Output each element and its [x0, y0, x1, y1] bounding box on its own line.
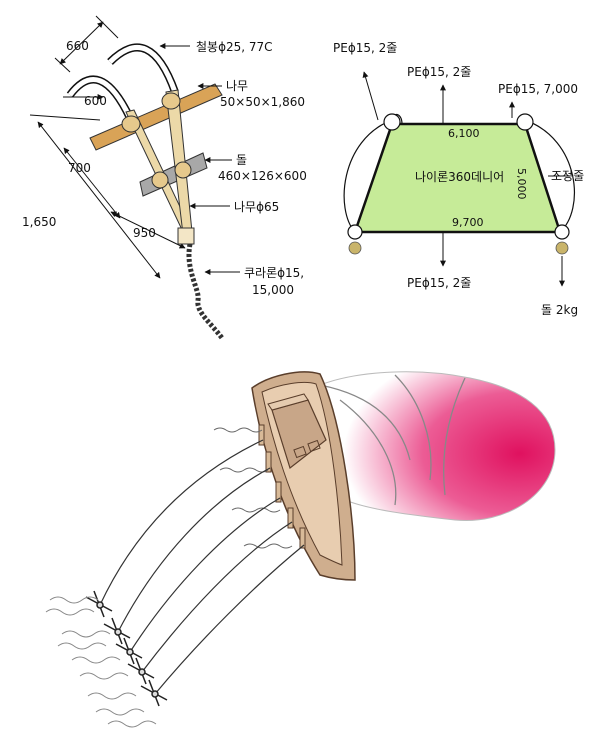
label-wood-rod: 나무ϕ65: [234, 200, 279, 214]
dim-660: 660: [66, 39, 89, 53]
jig-frame: [85, 590, 113, 618]
label-top-center-rope: PEϕ15, 2줄: [407, 65, 471, 79]
label-stone-weight: 돌 2kg: [541, 303, 578, 317]
label-stone-size: 460×126×600: [218, 169, 307, 183]
stone-weights: [348, 241, 569, 255]
trawl-net: [319, 371, 556, 522]
dimension-lines: [29, 15, 186, 279]
net-diagram: PEϕ15, 2줄 PEϕ15, 2줄 PEϕ15, 7,000 6,100 나…: [333, 41, 584, 317]
jig-frames: [85, 590, 168, 707]
steel-rods: [66, 43, 179, 120]
label-top-right-rope: PEϕ15, 7,000: [498, 82, 578, 96]
jig-frame: [115, 637, 143, 665]
label-net-name: 나이론360데니어: [415, 170, 504, 184]
dim-1650: 1,650: [22, 215, 56, 229]
label-bottom-rope: PEϕ15, 2줄: [407, 276, 471, 290]
label-bottom-width: 9,700: [452, 216, 484, 229]
label-kuralon-length: 15,000: [252, 283, 294, 297]
jig-frame: [103, 617, 131, 645]
bait-lines: [213, 427, 293, 549]
label-top-width: 6,100: [448, 127, 480, 140]
label-stone: 돌: [236, 153, 247, 167]
rope-bindings: [121, 92, 195, 245]
label-wood-top: 나무: [226, 79, 248, 93]
fishing-boat: [251, 371, 356, 581]
label-adjust-rope: 조정줄: [551, 169, 584, 183]
dim-950: 950: [133, 226, 156, 240]
jig-frame: [140, 679, 168, 707]
label-wood-top-size: 50×50×1,860: [220, 95, 305, 109]
top-wooden-bar: [89, 83, 223, 151]
dim-700: 700: [68, 161, 91, 175]
trailing-lines: [99, 439, 305, 695]
label-side-length: 5,000: [515, 168, 528, 200]
corner-rings: [347, 113, 570, 240]
label-steel-rod: 철봉ϕ25, 77C: [196, 40, 273, 54]
label-top-left-rope: PEϕ15, 2줄: [333, 41, 397, 55]
kuralon-rope: [186, 243, 224, 340]
label-kuralon: 쿠라론ϕ15,: [244, 266, 304, 280]
squid-tentacles: [45, 596, 157, 728]
fishing-scene: [45, 371, 556, 728]
frame-diagram: 660 600 700 1,650 950 철봉ϕ25, 77C 나무 50×5…: [22, 15, 307, 340]
jig-frame: [127, 657, 155, 685]
dim-600: 600: [84, 94, 107, 108]
